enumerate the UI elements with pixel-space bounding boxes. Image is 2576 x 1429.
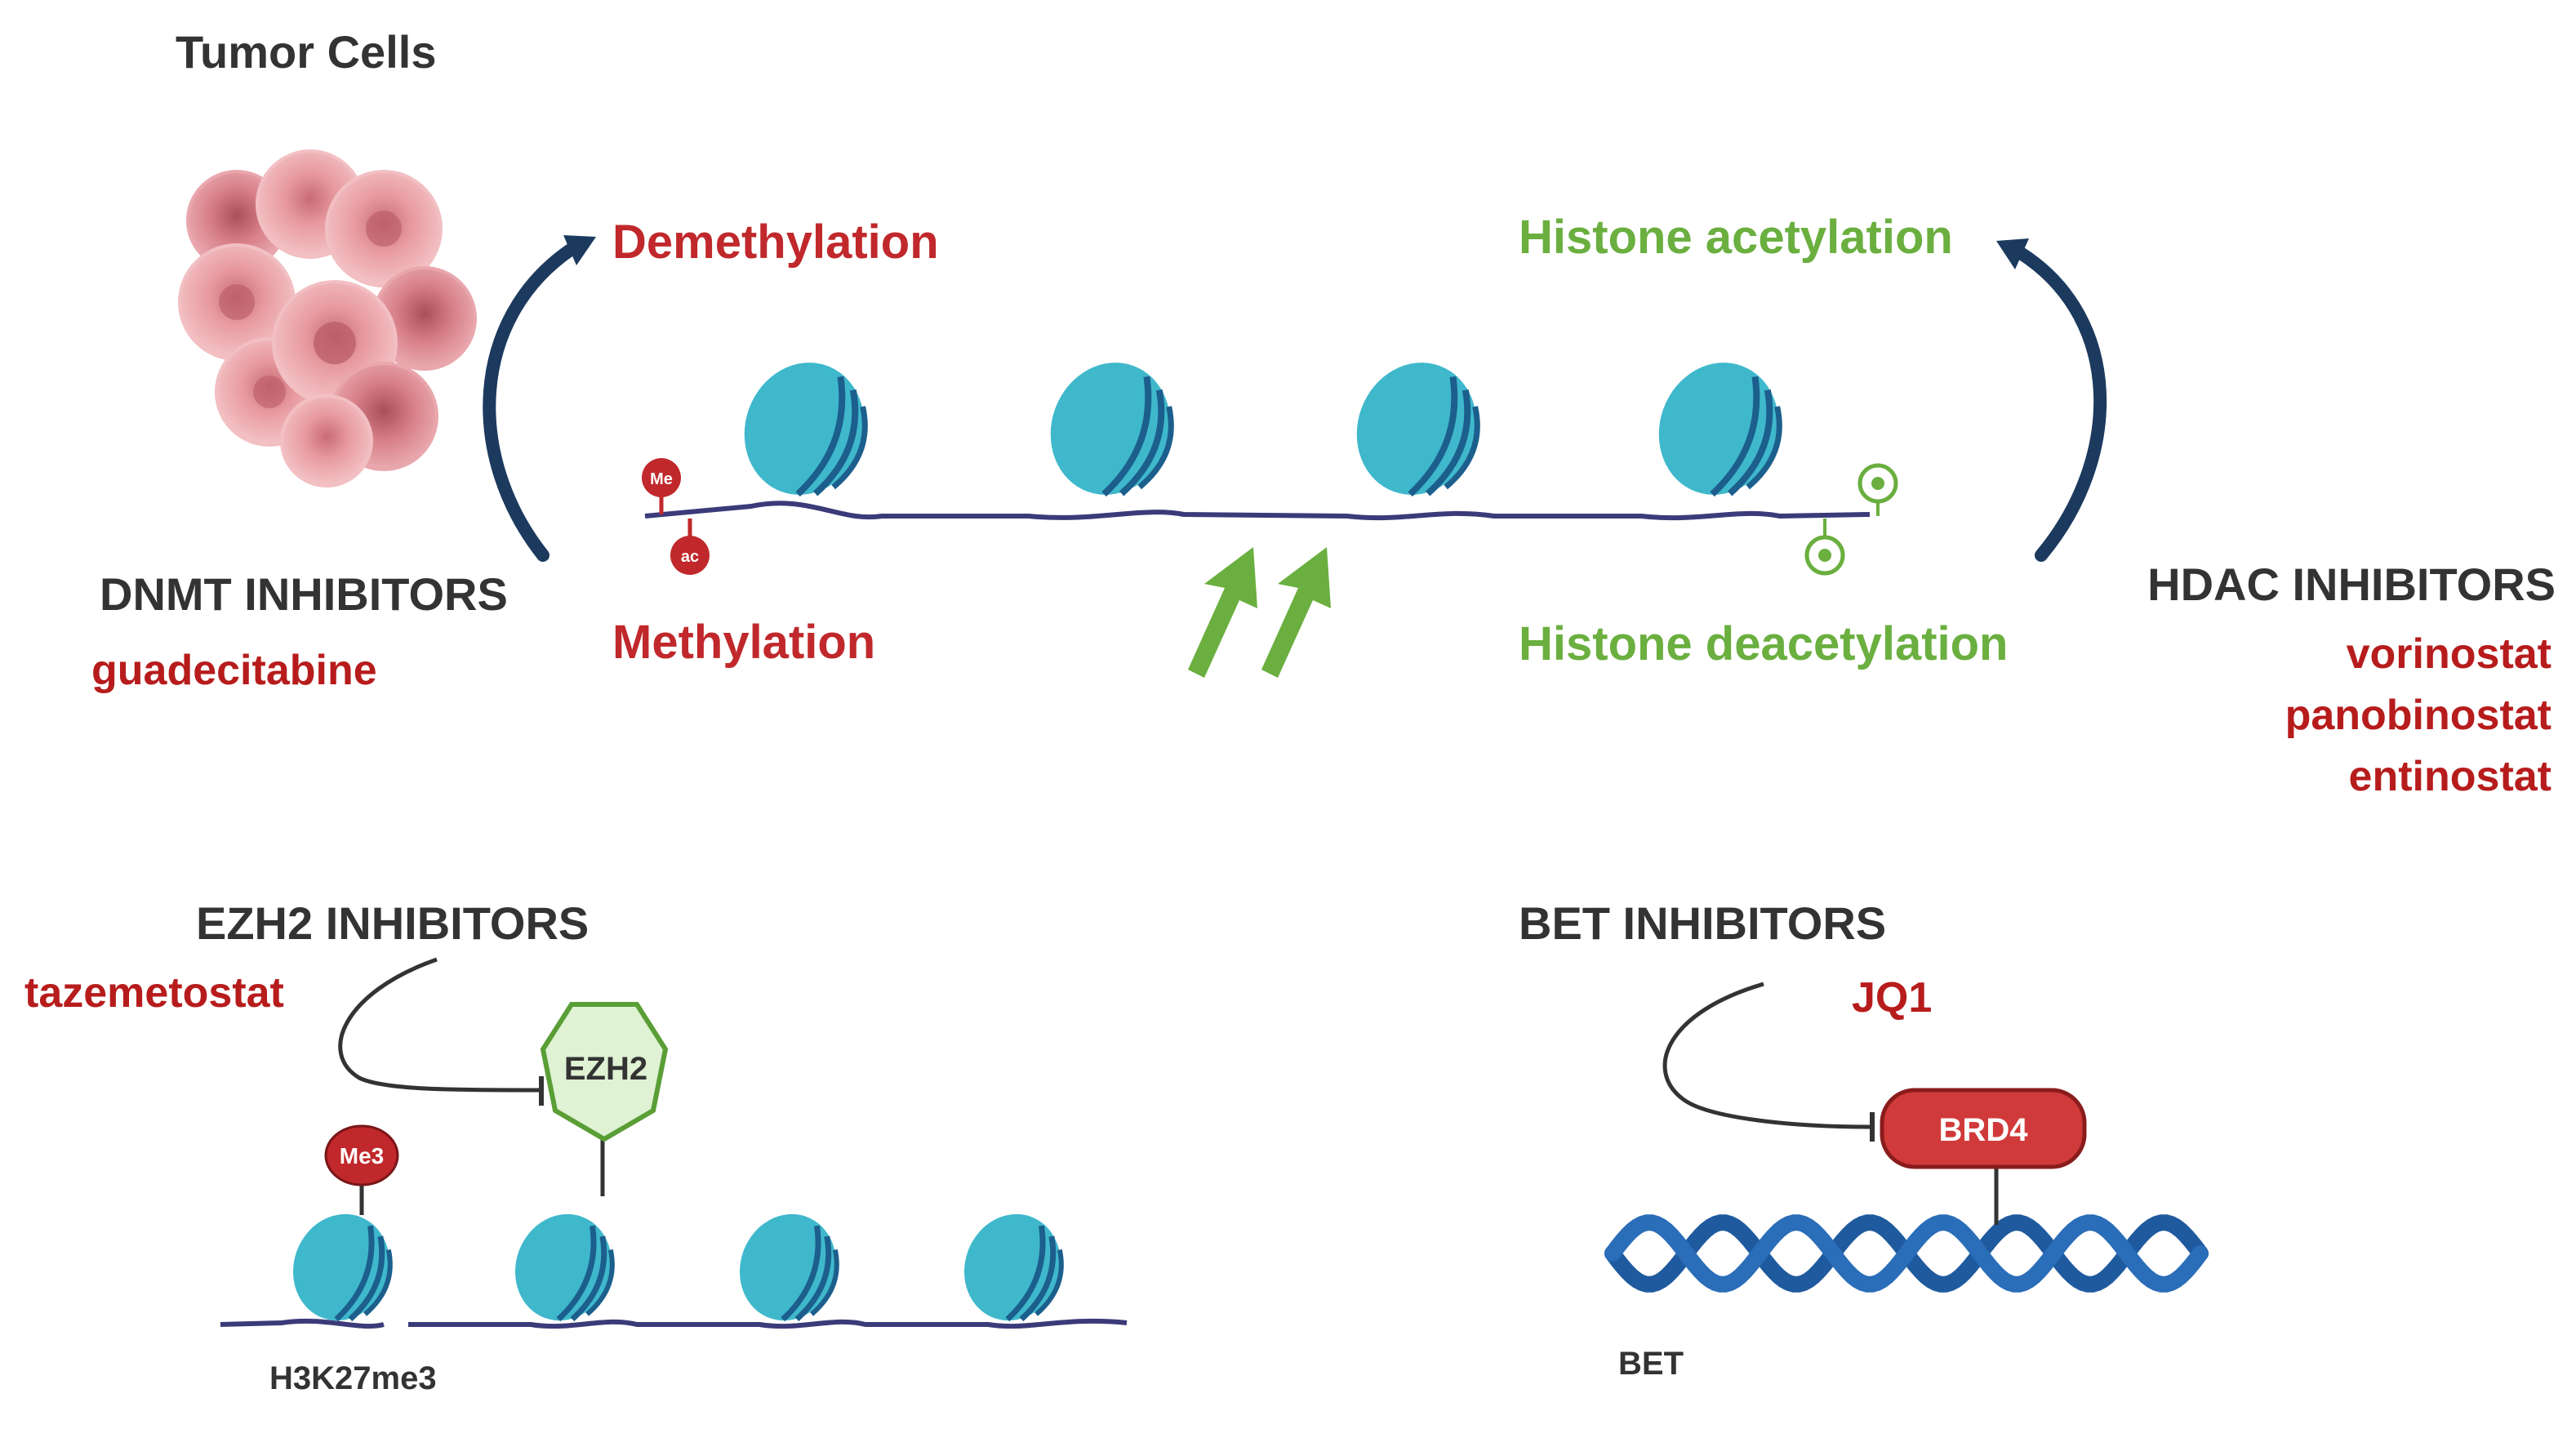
brd4-protein-label: BRD4: [1939, 1112, 2029, 1148]
nucleosome-icon: [744, 363, 868, 497]
brd4-protein-icon: [1880, 1088, 2087, 1169]
ezh2-inhibition-line: [338, 957, 540, 1093]
dnmt-inhibitors-heading: DNMT INHIBITORS: [100, 568, 508, 620]
histone-acetylation-label: Histone acetylation: [1519, 211, 1953, 264]
nucleosome-icon: [515, 1213, 615, 1322]
nucleosome-icon: [740, 1213, 839, 1322]
methyl-marks: Me ac: [642, 458, 710, 575]
bet-label: BET: [1618, 1346, 1684, 1382]
hdac-drug: vorinostat: [2346, 630, 2552, 678]
ezh2-enzyme-icon: [540, 1002, 669, 1142]
mark-label: ac: [681, 548, 699, 566]
ezh2-chromatin: Me3 EZH2: [220, 957, 1128, 1329]
nucleosome-icon: [1356, 363, 1480, 497]
histone-deacetylation-label: Histone deacetylation: [1519, 617, 2009, 670]
me3-mark-label: Me3: [340, 1143, 384, 1169]
ezh2-inhibitors-heading: EZH2 INHIBITORS: [196, 897, 589, 949]
h3k27me3-label: H3K27me3: [269, 1360, 437, 1396]
me3-mark-icon: [324, 1124, 399, 1186]
tumor-cells-title: Tumor Cells: [176, 26, 437, 78]
dna-double-helix-icon: [1604, 1214, 2209, 1293]
tumor-cell-cluster-icon: [178, 149, 477, 487]
hdac-drug: entinostat: [2348, 753, 2552, 800]
dnmt-drug: guadecitabine: [91, 647, 377, 694]
ezh2-drug: tazemetostat: [24, 969, 284, 1017]
methylation-label: Methylation: [612, 616, 876, 669]
hdac-cycle-arrow: [2014, 247, 2107, 562]
nucleosome-icon: [1050, 363, 1174, 497]
hdac-drug: panobinostat: [2285, 692, 2552, 739]
dnmt-cycle-arrowhead: [563, 235, 596, 265]
ezh2-enzyme-label: EZH2: [564, 1051, 647, 1087]
methyl-mark-icon: [642, 458, 681, 497]
main-nucleosomes: [744, 363, 1782, 497]
bet-drug: JQ1: [1852, 974, 1933, 1022]
acetyl-marks: [1804, 463, 1898, 576]
dnmt-cycle-arrow: [483, 243, 578, 562]
upregulation-arrows-icon: [1188, 547, 1331, 678]
nucleosome-icon: [293, 1213, 393, 1322]
nucleosome-icon: [1658, 363, 1782, 497]
bet-inhibitors-heading: BET INHIBITORS: [1519, 897, 1887, 949]
ezh2-dna-strand: [220, 1318, 1128, 1329]
methyl-mark-label: Me: [650, 470, 673, 488]
hdac-cycle-arrowhead: [1996, 238, 2029, 269]
main-dna-strand: [644, 501, 1871, 521]
demethylation-label: Demethylation: [612, 216, 939, 269]
acetyl-red-mark-icon: [670, 536, 710, 575]
bet-inhibition-line: [1662, 982, 1871, 1129]
hdac-inhibitors-heading: HDAC INHIBITORS: [2147, 559, 2556, 610]
nucleosome-icon: [964, 1213, 1064, 1322]
bet-chromatin: BRD4: [1604, 982, 2209, 1293]
